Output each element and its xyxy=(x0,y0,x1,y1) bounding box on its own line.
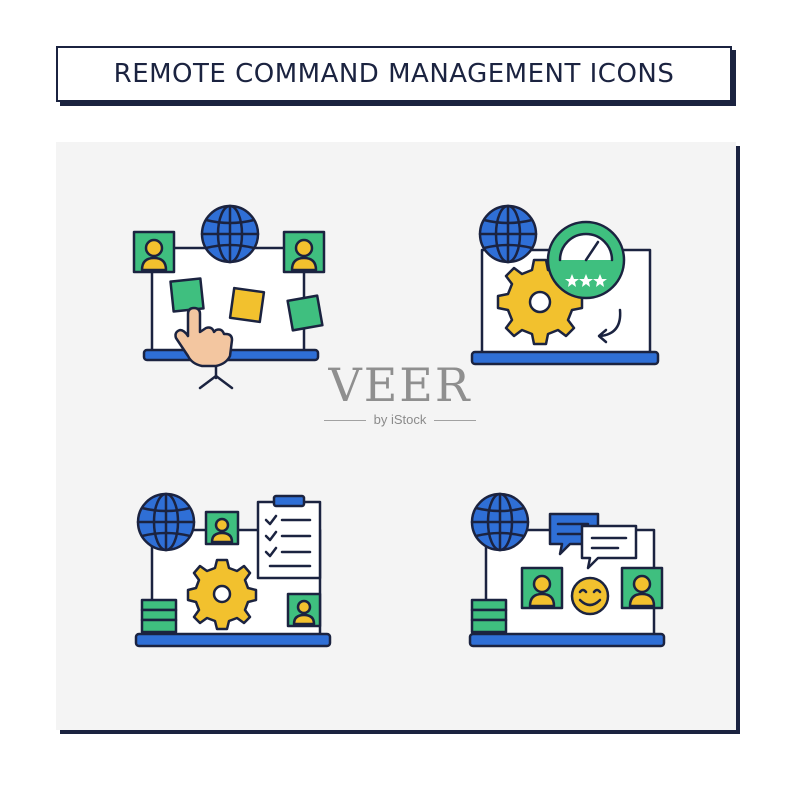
team-communication-icon xyxy=(468,492,666,648)
remote-whiteboard-icon xyxy=(132,204,326,390)
page-title: REMOTE COMMAND MANAGEMENT ICONS xyxy=(113,59,675,89)
globe-icon xyxy=(470,492,530,552)
globe-icon xyxy=(136,492,196,552)
chat-bubbles-icon xyxy=(548,512,638,570)
clipboard-checklist-icon xyxy=(256,494,322,580)
rating-gauge-icon xyxy=(546,220,626,300)
performance-rating-icon xyxy=(470,204,660,366)
title-banner: REMOTE COMMAND MANAGEMENT ICONS xyxy=(56,46,732,102)
cash-stack-icon xyxy=(470,598,508,634)
globe-icon xyxy=(478,204,538,264)
smiley-face-icon xyxy=(570,576,610,616)
user-avatar-icon xyxy=(282,230,326,274)
user-avatar-icon xyxy=(520,566,564,610)
user-avatar-icon xyxy=(204,510,240,546)
remote-tasks-icon xyxy=(134,492,332,648)
user-avatar-icon xyxy=(286,592,322,628)
user-avatar-icon xyxy=(132,230,176,274)
cash-stack-icon xyxy=(140,598,178,634)
stars-icon xyxy=(565,274,607,287)
pointing-hand-icon xyxy=(174,306,234,368)
globe-icon xyxy=(200,204,260,264)
gear-icon xyxy=(186,558,258,631)
user-avatar-icon xyxy=(620,566,664,610)
